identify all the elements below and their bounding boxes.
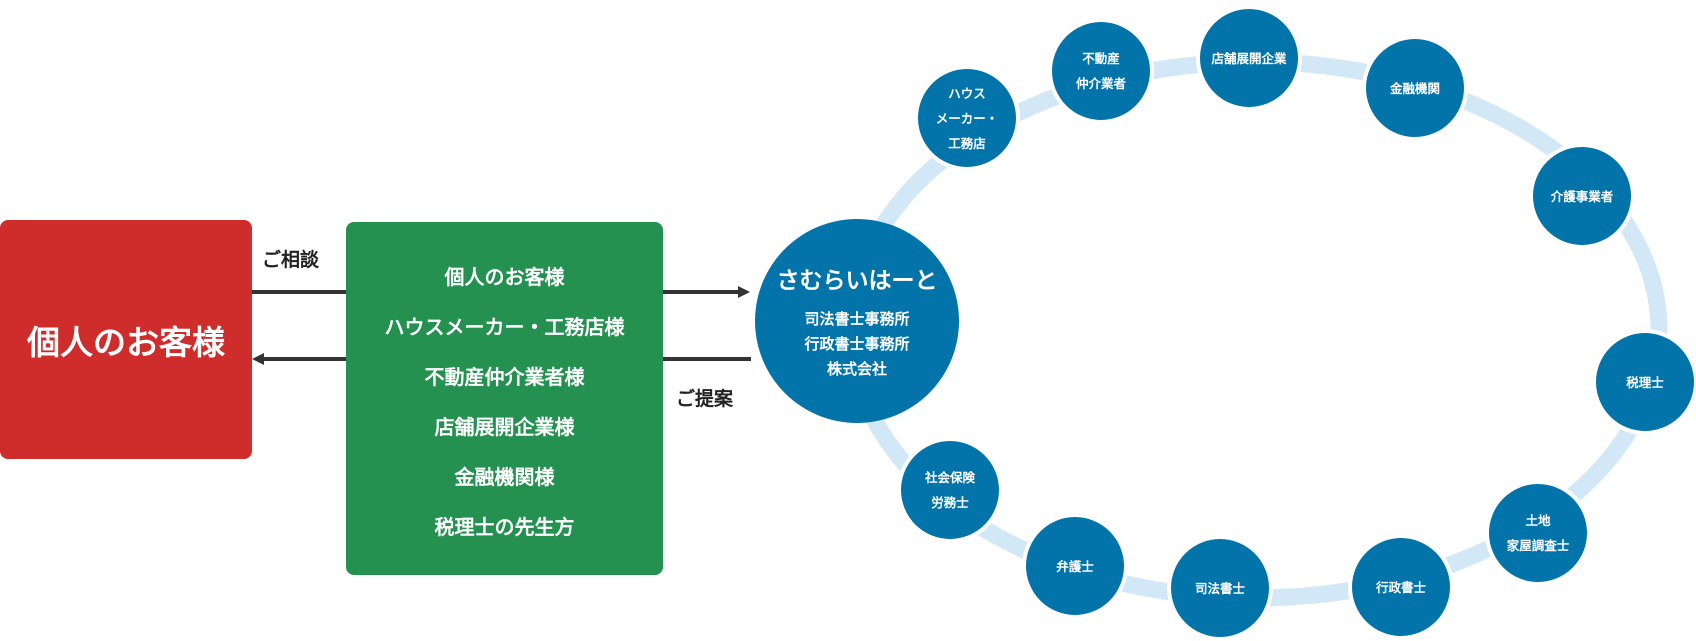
network-node-label: 工務店	[948, 135, 986, 151]
network-node-label: 土地	[1525, 513, 1551, 528]
network-node: 社会保険労務士	[897, 437, 1003, 543]
partners-box: 個人のお客様 ハウスメーカー・工務店様 不動産仲介業者様 店舗展開企業様 金融機…	[346, 222, 663, 575]
network-node-label: 行政書士	[1375, 579, 1426, 595]
partner-item: ハウスメーカー・工務店様	[384, 315, 625, 339]
network-node-label: 社会保険	[924, 470, 975, 485]
consult-arrow-line	[252, 290, 346, 294]
customer-box: 個人のお客様	[0, 220, 252, 459]
network-node: 金融機関	[1362, 35, 1468, 141]
return-arrow-line	[262, 357, 346, 361]
network-node: 司法書士	[1167, 535, 1273, 641]
partner-item: 個人のお客様	[444, 265, 565, 289]
network-node: 税理士	[1592, 329, 1696, 435]
customer-label: 個人のお客様	[27, 322, 225, 362]
network-node: ハウスメーカー・工務店	[914, 65, 1020, 171]
consult-forward-line	[663, 290, 739, 294]
hub-circle: さむらいはーと 司法書士事務所 行政書士事務所 株式会社	[755, 219, 959, 423]
hub-line: 司法書士事務所	[804, 309, 910, 328]
network-node-label: 税理士	[1626, 374, 1664, 390]
network-node: 不動産仲介業者	[1048, 18, 1154, 124]
network-node-label: 不動産	[1082, 51, 1120, 66]
arrow-left-icon	[252, 353, 264, 365]
network-node-label: 介護事業者	[1550, 188, 1614, 204]
network-node-label: ハウス	[948, 85, 986, 101]
network-node: 店舗展開企業	[1196, 5, 1302, 111]
network-node-label: 労務士	[931, 495, 969, 510]
partner-item: 店舗展開企業様	[434, 415, 575, 439]
network-node-label: 店舗展開企業	[1211, 50, 1287, 66]
network-node-label: 金融機関	[1389, 80, 1440, 96]
network-node-label: 家屋調査士	[1506, 538, 1570, 553]
hub-name: さむらいはーと	[776, 267, 938, 294]
partner-item: 税理士の先生方	[434, 515, 575, 539]
propose-line	[663, 357, 751, 361]
network-node: 弁護士	[1022, 513, 1128, 619]
network-node: 行政書士	[1348, 534, 1454, 640]
network-node: 土地家屋調査士	[1485, 480, 1591, 586]
propose-label: ご提案	[676, 388, 734, 410]
network-node-label: メーカー・	[935, 110, 999, 126]
partner-item: 不動産仲介業者様	[424, 365, 585, 389]
network-node-label: 仲介業者	[1075, 76, 1126, 91]
hub-line: 株式会社	[826, 359, 887, 378]
consult-label: ご相談	[262, 249, 320, 271]
partner-item: 金融機関様	[454, 465, 555, 489]
network-node-label: 弁護士	[1056, 558, 1094, 574]
network-node-label: 司法書士	[1194, 580, 1245, 596]
hub-line: 行政書士事務所	[804, 334, 910, 353]
arrow-right-icon	[738, 286, 750, 298]
network-node: 介護事業者	[1529, 143, 1635, 249]
